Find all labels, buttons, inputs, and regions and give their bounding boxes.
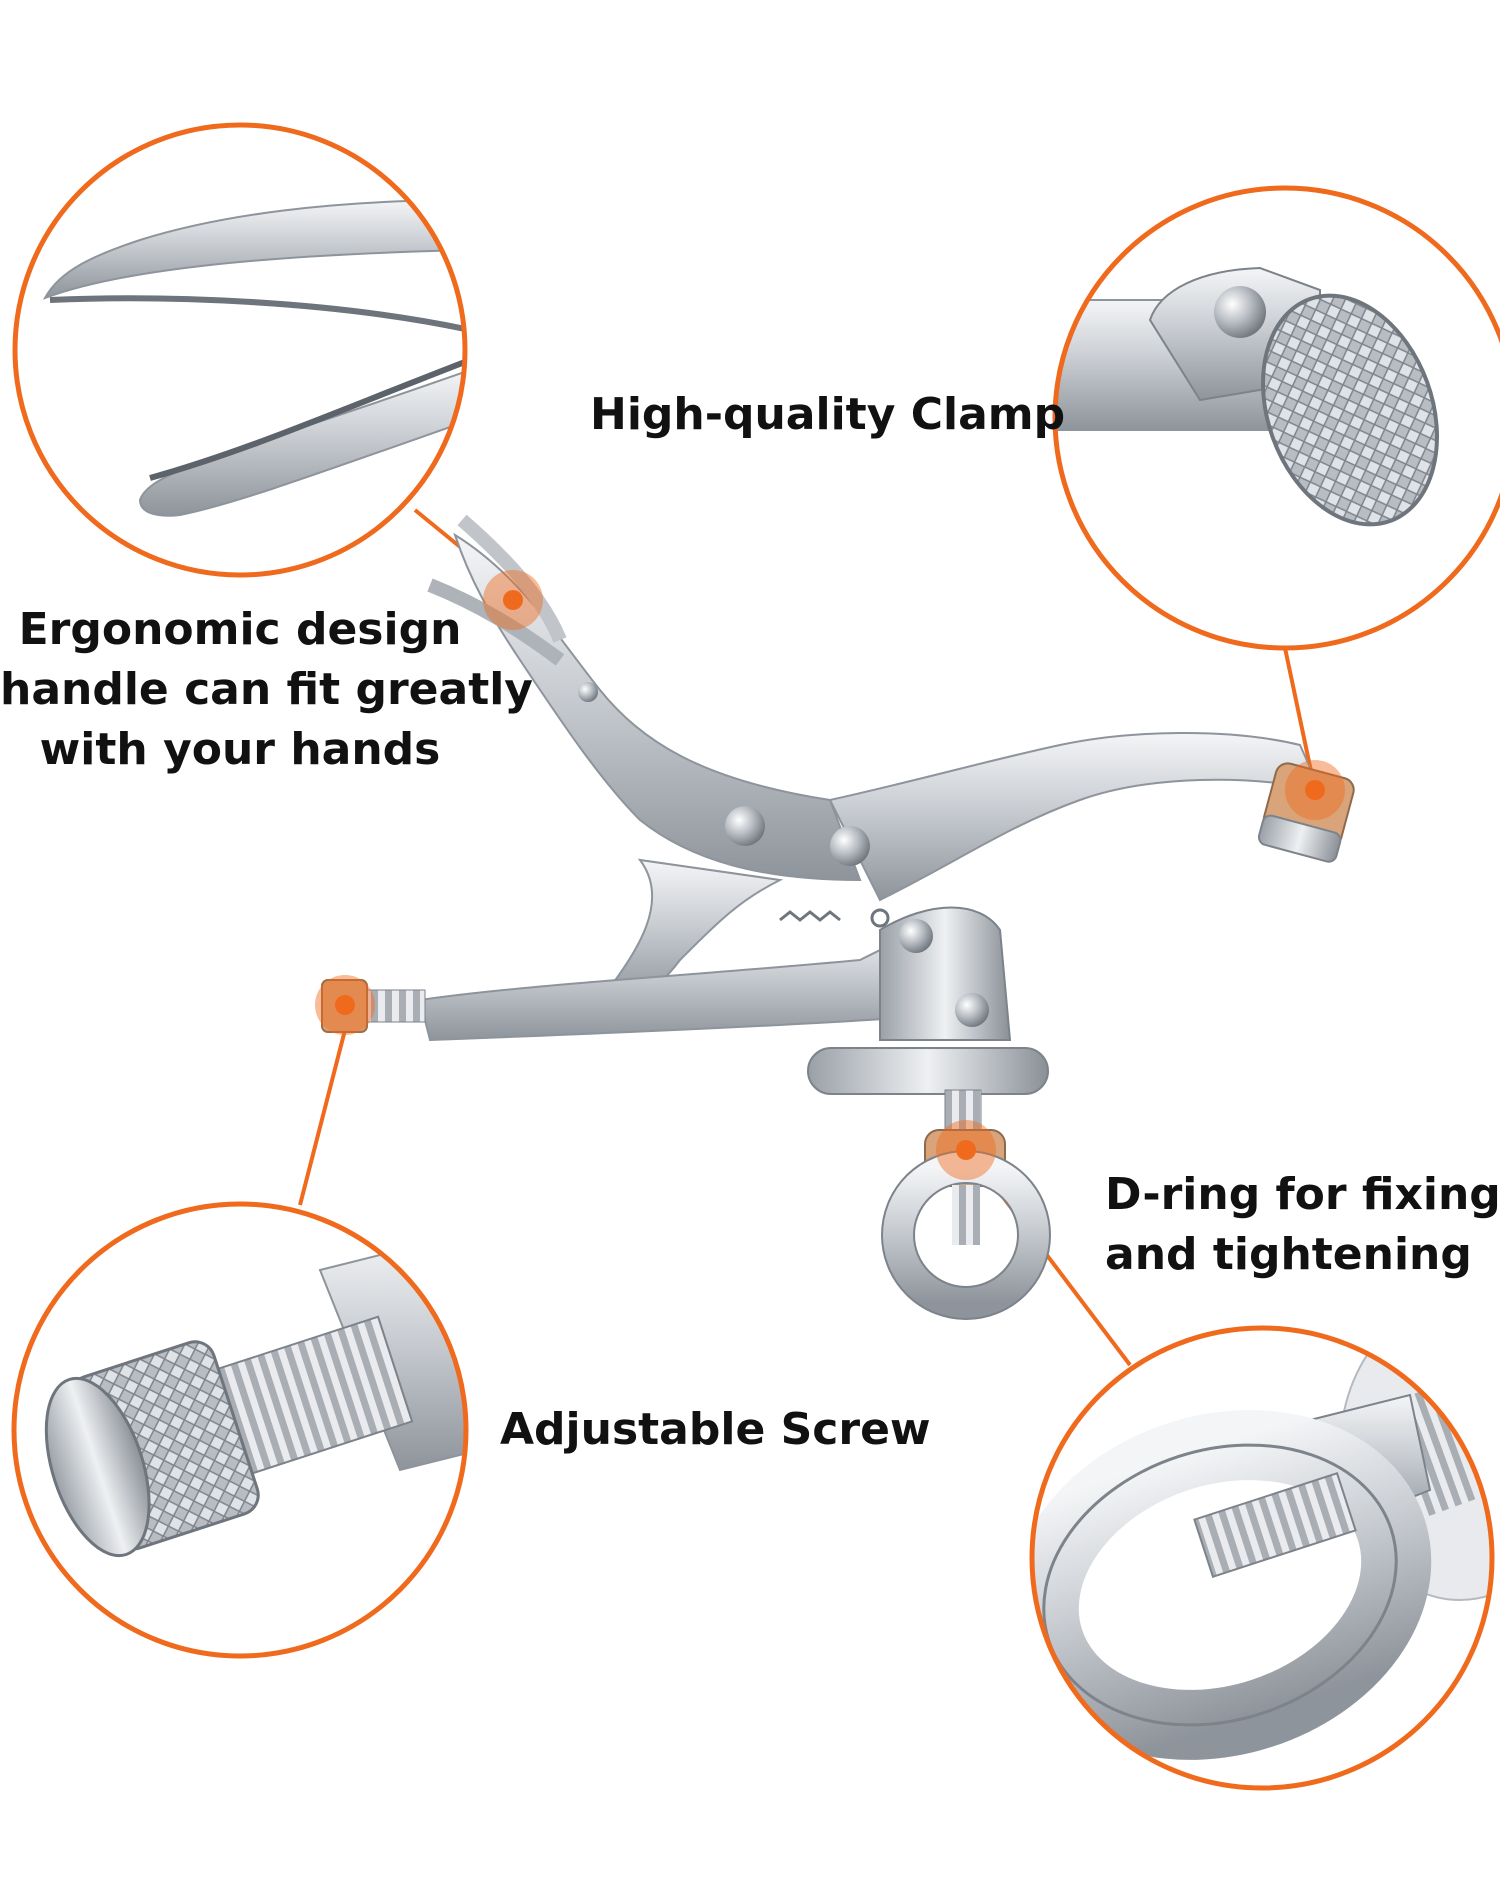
pad-rivet	[1214, 286, 1266, 338]
detail-circle-d-ring	[1029, 1325, 1495, 1791]
caption-line: and tightening	[1105, 1229, 1472, 1280]
caption-line: with your hands	[39, 724, 441, 775]
rivet	[725, 806, 765, 846]
caption-adjustable-screw: Adjustable Screw	[500, 1400, 931, 1460]
marker-dot-ergonomic	[503, 590, 523, 610]
caption-ergonomic-design: Ergonomic design handle can fit greatly …	[0, 600, 533, 780]
upper-jaw-arm	[828, 732, 1322, 902]
locking-clamp-pliers-icon	[321, 514, 1355, 1320]
caption-line: Ergonomic design	[18, 604, 462, 655]
rivet	[830, 826, 870, 866]
eye-ring	[882, 1151, 1050, 1319]
handle-tip-upper	[42, 198, 465, 300]
rivet	[955, 993, 989, 1027]
body-plate	[879, 906, 1012, 1041]
detail-circle-handle-tips	[12, 122, 468, 578]
clamp-swivel-pad	[1257, 762, 1355, 863]
connector-screw	[298, 1029, 347, 1206]
marker-dot-screw	[335, 995, 355, 1015]
caption-line: handle can fit greatly	[0, 664, 533, 715]
caption-line: High-quality Clamp	[590, 389, 1066, 440]
caption-line: D-ring for fixing	[1105, 1169, 1500, 1220]
detail-circle-clamp-pad	[1052, 185, 1500, 651]
upper-handle	[453, 532, 862, 882]
spring	[779, 910, 841, 922]
marker-dot-clamp	[1305, 780, 1325, 800]
caption-high-quality-clamp: High-quality Clamp	[590, 385, 1065, 445]
caption-d-ring: D-ring for fixing and tightening	[1105, 1165, 1500, 1285]
caption-line: Adjustable Screw	[500, 1404, 931, 1455]
eye-bolt-shank	[1193, 1472, 1357, 1578]
rivet	[870, 908, 890, 928]
detail-circle-adjustable-screw	[11, 1201, 469, 1659]
rivet	[899, 919, 933, 953]
rivet	[578, 682, 598, 702]
pivot-disc	[807, 1047, 1049, 1095]
marker-dot-dring	[956, 1140, 976, 1160]
knurled-pad-face	[1261, 293, 1439, 527]
